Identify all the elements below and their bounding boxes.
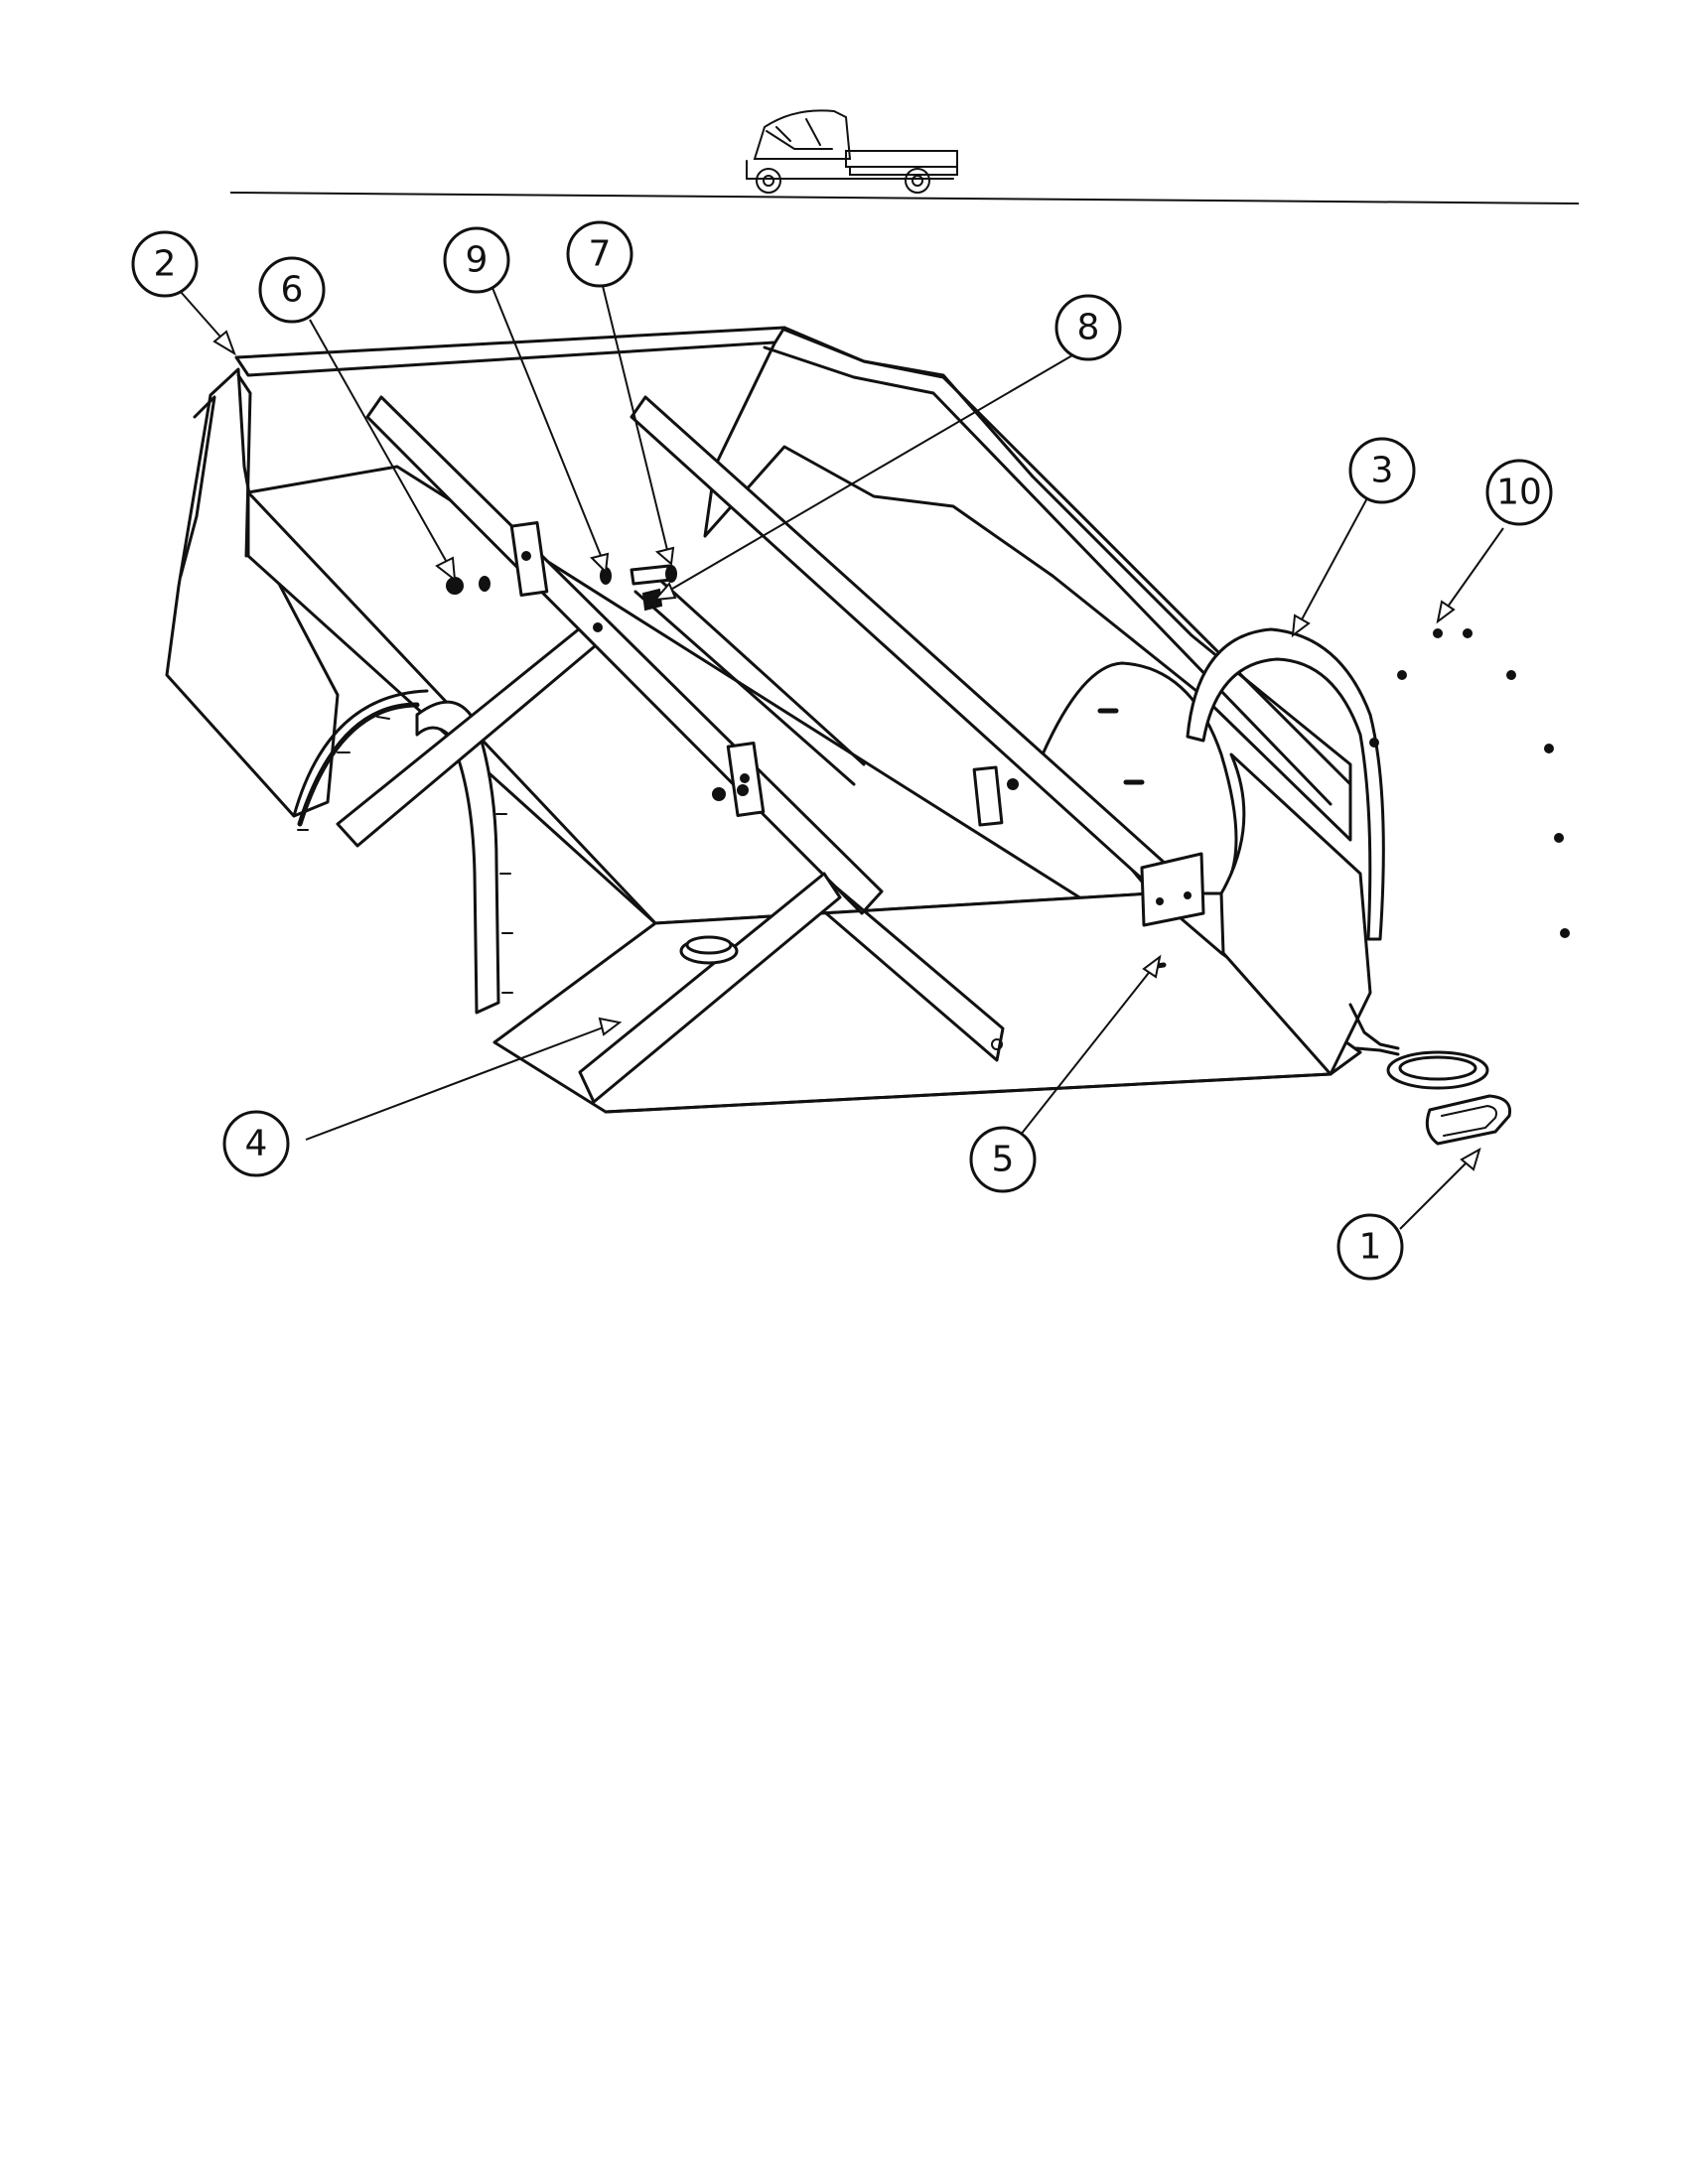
- callout-5: 5: [969, 1126, 1037, 1193]
- utility-vehicle-icon: [746, 109, 958, 194]
- callout-3: 3: [1348, 437, 1416, 504]
- hardware-dots-item-10: [1369, 628, 1570, 938]
- left-tail-light: [679, 935, 739, 965]
- callout-5-label: 5: [992, 1140, 1015, 1180]
- cargo-box-assembly: [165, 326, 1570, 1146]
- callout-7-label: 7: [589, 234, 612, 275]
- bracket-right: [972, 765, 1004, 827]
- left-wheel-well-arch: [415, 700, 500, 1015]
- callout-1: 1: [1336, 1213, 1404, 1281]
- callout-4-label: 4: [245, 1124, 268, 1164]
- tail-light-item-1: [1386, 1050, 1512, 1146]
- callout-2: 2: [131, 230, 199, 298]
- callout-6-label: 6: [281, 270, 304, 311]
- leader-lines: [180, 281, 1504, 1230]
- callout-1-label: 1: [1359, 1227, 1382, 1268]
- callout-4: 4: [222, 1110, 290, 1177]
- bolt-item-7: [630, 564, 673, 586]
- callout-10-label: 10: [1496, 473, 1542, 513]
- callout-8: 8: [1054, 294, 1122, 361]
- rear-cross-brace: [578, 872, 842, 1104]
- callout-10: 10: [1485, 459, 1553, 526]
- clip-item-8: [641, 588, 663, 612]
- callout-9-label: 9: [466, 240, 489, 281]
- callout-2-label: 2: [154, 244, 177, 285]
- right-fender-flare: [1186, 627, 1385, 941]
- callout-8-label: 8: [1077, 308, 1100, 348]
- callout-3-label: 3: [1371, 451, 1394, 491]
- header-rule: [229, 192, 1580, 205]
- callout-9: 9: [443, 226, 510, 294]
- callout-6: 6: [258, 256, 326, 324]
- callout-7: 7: [566, 220, 633, 288]
